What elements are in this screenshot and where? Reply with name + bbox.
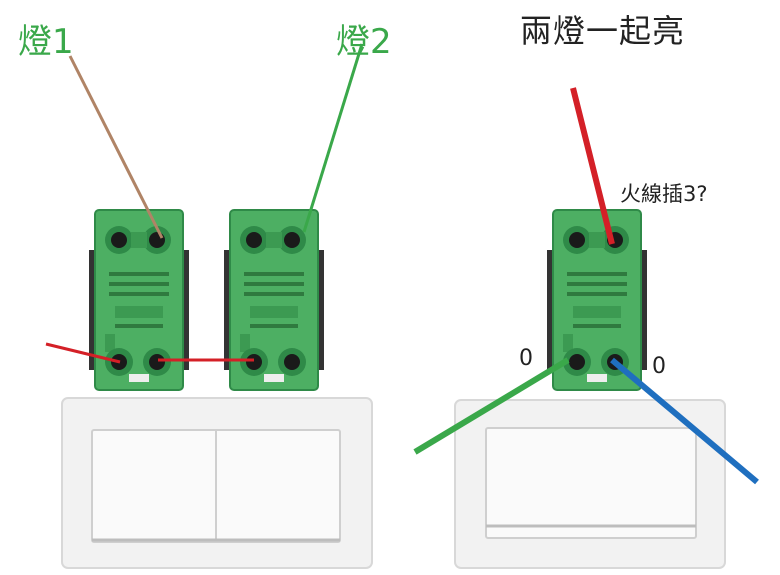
wire-green-out [413,357,570,455]
wire-brown-lamp1 [68,55,164,239]
question-label: 火線插3? [620,182,708,206]
page-title: 兩燈一起亮 [520,12,686,50]
zero-label-left: 0 [519,346,533,371]
lamp1-label: 燈1 [18,22,74,62]
lamp2-label: 燈2 [336,22,392,62]
switch-module-left-2 [223,209,325,391]
wall-plate-right [454,399,726,569]
wire-red-live [570,87,615,245]
zero-label-right: 0 [652,354,666,379]
wire-green-lamp2 [302,43,364,233]
wall-plate-left [61,397,373,569]
wire-blue-out [610,357,759,485]
switch-module-left-1 [88,209,190,391]
wire-red-feed [45,342,121,364]
